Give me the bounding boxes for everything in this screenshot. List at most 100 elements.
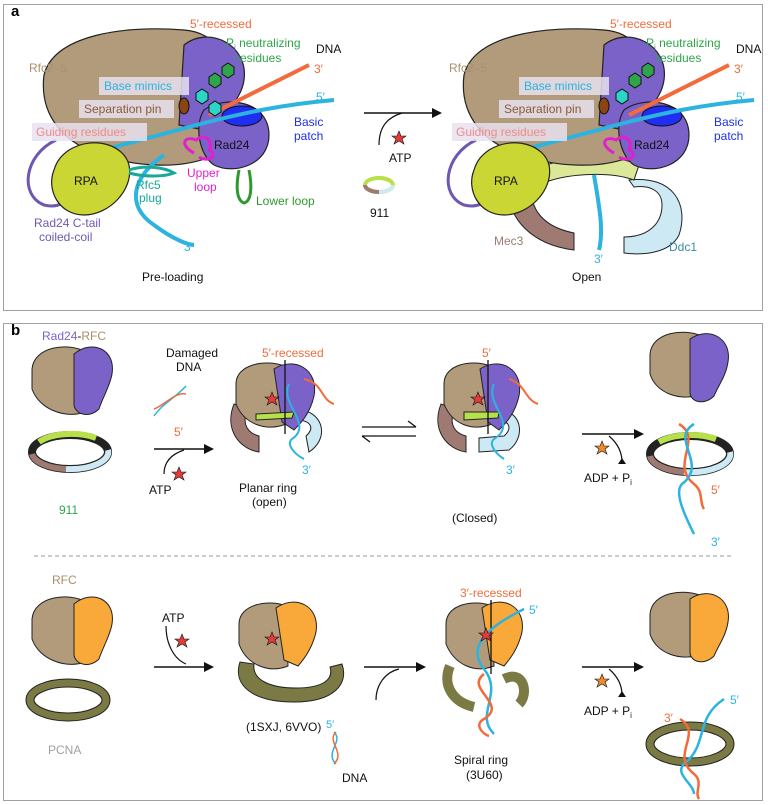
released-rad24-rfc <box>649 331 729 403</box>
label-lower-loop: Lower loop <box>256 194 315 208</box>
label-5prime-open: 5′ <box>736 90 746 104</box>
label-basic-patch-1: Basic <box>294 115 323 129</box>
loaded-pcna-ring <box>645 697 735 800</box>
label-3-recessed: 3′-recessed <box>460 586 522 600</box>
adp-arrow-top <box>582 429 644 464</box>
label-upper-loop-2: loop <box>194 180 217 194</box>
label-basic-open-1: Basic <box>714 115 743 129</box>
hexagon-cyan-open-1 <box>615 88 629 105</box>
label-basic-open-2: patch <box>714 129 743 143</box>
label-damaged-2: DNA <box>176 360 201 374</box>
label-rad24-ctail-2: coiled-coil <box>39 230 92 244</box>
label-5prime-dna-bottom: 5′ <box>326 719 334 731</box>
panel-b-letter: b <box>11 322 21 339</box>
equilibrium-arrows <box>361 420 417 443</box>
label-bg-separation-open <box>499 100 594 118</box>
closed-ring-complex <box>437 360 539 460</box>
label-rad24-open: Rad24 <box>634 138 670 152</box>
panel-a-letter: a <box>11 3 20 20</box>
label-3prime-end-bottom: 3′ <box>664 711 674 725</box>
rad24-rfc-clamp-loader <box>31 346 113 415</box>
label-5prime-top: 5′ <box>316 90 326 104</box>
preloading-complex: Rfc2–5 5′-recessed Pi neutralizing resid… <box>26 17 341 284</box>
label-5prime-spiral: 5′ <box>529 603 539 617</box>
pcna-ring <box>25 678 111 722</box>
label-mec3: Mec3 <box>494 234 524 248</box>
panel-b: b Rad24-RFC 911 Damaged DNA 5′ ATP 5′- <box>3 322 763 801</box>
label-bg-base-mimics <box>99 77 189 95</box>
loaded-911-ring <box>646 422 734 535</box>
dna-orange-strand <box>208 63 310 117</box>
ring-911-top <box>28 430 112 473</box>
damaged-dna-icon <box>153 385 187 417</box>
label-pi-neutralizing: Pi neutralizing <box>226 36 301 52</box>
label-rfc2-5-open: Rfc2–5 <box>449 61 487 75</box>
hexagon-green-open-1 <box>628 72 642 89</box>
label-preloading: Pre-loading <box>142 270 203 284</box>
label-3prime-closed: 3′ <box>506 463 516 477</box>
label-pdb-1: (1SXJ, 6VVO) <box>246 720 321 734</box>
separation-pin-shape <box>178 97 190 115</box>
label-dna-bottom: DNA <box>342 771 367 785</box>
label-5prime-damaged: 5′ <box>174 425 184 439</box>
hexagon-cyan-2 <box>208 100 222 117</box>
label-bg-guiding-open <box>452 123 567 141</box>
label-rad24-ctail-1: Rad24 C-tail <box>34 216 101 230</box>
label-bg-base-mimics-open <box>519 77 609 95</box>
label-upper-loop-1: Upper <box>187 166 220 180</box>
label-5prime-end-top: 5′ <box>711 483 721 497</box>
label-rfc5-plug-2: plug <box>139 191 162 205</box>
dna-blue-tail <box>134 153 195 247</box>
lower-loop <box>235 169 253 205</box>
label-3prime-bottom-open: 3′ <box>594 252 604 266</box>
open-complex: Rfc2–5 5′-recessed Pi neutralizing resid… <box>446 17 761 284</box>
label-5prime-end-bottom: 5′ <box>730 693 740 707</box>
label-bg-separation-pin <box>79 100 174 118</box>
label-5-recessed-open: 5′-recessed <box>610 17 672 31</box>
dna-orange-open <box>628 63 730 117</box>
upper-loop-open <box>603 135 635 161</box>
label-dna: DNA <box>316 42 341 56</box>
label-atp-a: ATP <box>389 151 411 165</box>
label-rpa-open: RPA <box>494 174 518 188</box>
label-planar-2: (open) <box>252 495 287 509</box>
label-spiral-2: (3U60) <box>466 768 503 782</box>
label-rfc2-5: Rfc2–5 <box>29 61 67 75</box>
label-ddc1: Ddc1 <box>669 240 697 254</box>
hexagon-green-1 <box>208 72 222 89</box>
label-open: Open <box>572 270 601 284</box>
label-separation-pin: Separation pin <box>84 102 161 116</box>
open-pcna-complex <box>237 601 345 703</box>
hexagon-green-open-2 <box>641 62 655 79</box>
separation-pin-open <box>598 97 610 115</box>
planar-ring-complex <box>230 360 335 460</box>
label-adp-bottom: ADP + Pi <box>584 704 632 720</box>
label-residues-open: residues <box>656 51 701 65</box>
label-5-recessed: 5′-recessed <box>190 17 252 31</box>
label-rfc-bottom: RFC <box>52 573 77 587</box>
panel-a: a Rfc2–5 5′-recessed Pi neutr <box>3 3 763 311</box>
label-3prime-end-top: 3′ <box>711 535 721 549</box>
label-basic-patch-2: patch <box>294 129 323 143</box>
label-rad24: Rad24 <box>214 138 250 152</box>
released-rfc <box>649 591 729 663</box>
label-separation-pin-open: Separation pin <box>504 102 581 116</box>
label-base-mimics: Base mimics <box>104 79 172 93</box>
label-spiral-1: Spiral ring <box>454 753 508 767</box>
label-3prime-bottom: 3′ <box>184 240 194 254</box>
label-atp-b-top: ATP <box>149 483 171 497</box>
label-3prime-top: 3′ <box>314 62 324 76</box>
label-pi-residues: residues <box>236 51 281 65</box>
panel-a-diagram: Rfc2–5 5′-recessed Pi neutralizing resid… <box>26 17 761 284</box>
mini-911-ring <box>363 176 395 194</box>
label-911-a: 911 <box>370 206 389 220</box>
hexagon-green-2 <box>221 62 235 79</box>
rfc-clamp-loader <box>31 596 113 665</box>
ddc1-shape <box>623 178 683 255</box>
rpa-shape <box>51 142 131 216</box>
label-guiding-residues: Guiding residues <box>36 125 126 139</box>
label-guiding-open: Guiding residues <box>456 125 546 139</box>
label-planar-1: Planar ring <box>239 481 297 495</box>
label-5-recessed-b: 5′-recessed <box>262 346 324 360</box>
label-damaged-1: Damaged <box>166 346 218 360</box>
